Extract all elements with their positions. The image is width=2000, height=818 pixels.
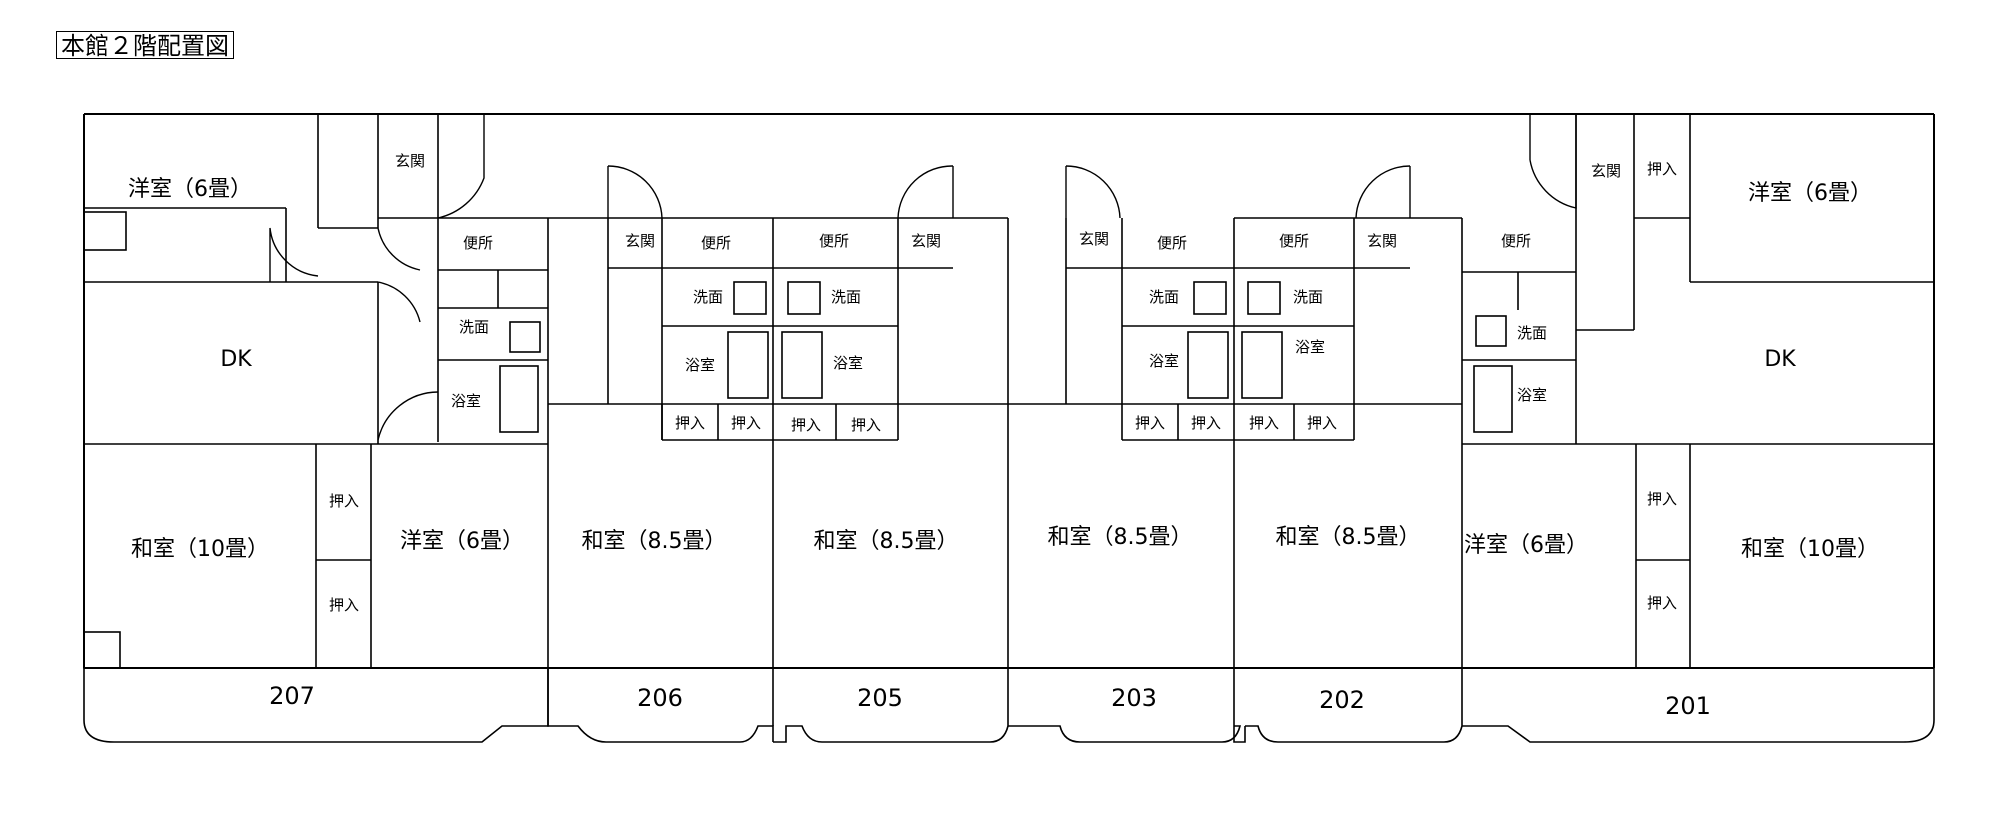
unit-203 — [1065, 165, 1234, 441]
label-201-oshiire-1: 押入 — [1647, 490, 1677, 508]
label-201-genkan: 玄関 — [1591, 162, 1621, 180]
unit-number-201: 201 — [1665, 692, 1711, 720]
unit-205 — [773, 165, 954, 441]
small-labels: 玄関 便所 洗面 浴室 押入 押入 玄関 便所 洗面 浴室 押入 押入 便所 玄… — [329, 152, 1677, 614]
label-206-washitsu: 和室（8.5畳） — [582, 529, 727, 554]
label-206-senmen: 洗面 — [693, 288, 723, 306]
label-201-youshitsu: 洋室（6畳） — [1464, 533, 1588, 558]
floor-plan-title: 本館２階配置図 — [56, 31, 234, 60]
label-201-dk: DK — [1764, 347, 1796, 372]
label-207-yokushitsu: 浴室 — [451, 392, 481, 410]
unit-numbers: 207 206 205 203 202 201 — [269, 682, 1711, 720]
unit-207 — [83, 113, 548, 669]
unit-number-202: 202 — [1319, 686, 1365, 714]
label-203-washitsu: 和室（8.5畳） — [1048, 525, 1193, 550]
unit-number-205: 205 — [857, 684, 903, 712]
label-202-yokushitsu: 浴室 — [1295, 338, 1325, 356]
label-206-oshiire-2: 押入 — [731, 414, 761, 432]
label-207-oshiire-2: 押入 — [329, 596, 359, 614]
label-205-washitsu: 和室（8.5畳） — [814, 529, 959, 554]
corridor-and-core — [547, 217, 1463, 668]
label-207-youshitsu-2: 洋室（6畳） — [400, 529, 524, 554]
label-207-oshiire-1: 押入 — [329, 492, 359, 510]
unit-number-203: 203 — [1111, 684, 1157, 712]
label-201-washitsu: 和室（10畳） — [1741, 537, 1879, 562]
label-205-oshiire-2: 押入 — [851, 416, 881, 434]
label-205-senmen: 洗面 — [831, 288, 861, 306]
label-207-youshitsu: 洋室（6畳） — [128, 177, 252, 202]
unit-201 — [1462, 113, 1934, 668]
label-207-benjo: 便所 — [463, 234, 493, 252]
label-203-benjo: 便所 — [1157, 234, 1187, 252]
label-202-genkan: 玄関 — [1367, 232, 1397, 250]
label-205-benjo: 便所 — [819, 232, 849, 250]
room-labels: 洋室（6畳） DK 和室（10畳） 洋室（6畳） 和室（8.5畳） 和室（8.5… — [128, 177, 1879, 562]
label-201-youshitsu-2: 洋室（6畳） — [1748, 181, 1872, 206]
label-203-oshiire-1: 押入 — [1135, 414, 1165, 432]
label-207-senmen: 洗面 — [459, 318, 489, 336]
label-206-genkan: 玄関 — [625, 232, 655, 250]
label-201-senmen: 洗面 — [1517, 324, 1547, 342]
label-201-benjo: 便所 — [1501, 232, 1531, 250]
label-205-genkan: 玄関 — [911, 232, 941, 250]
label-207-washitsu: 和室（10畳） — [131, 537, 269, 562]
label-206-benjo: 便所 — [701, 234, 731, 252]
label-206-oshiire-1: 押入 — [675, 414, 705, 432]
label-205-oshiire-1: 押入 — [791, 416, 821, 434]
label-202-senmen: 洗面 — [1293, 288, 1323, 306]
label-201-yokushitsu: 浴室 — [1517, 386, 1547, 404]
unit-number-206: 206 — [637, 684, 683, 712]
label-203-genkan: 玄関 — [1079, 230, 1109, 248]
label-203-senmen: 洗面 — [1149, 288, 1179, 306]
balcony — [83, 668, 1935, 743]
label-206-yokushitsu: 浴室 — [685, 356, 715, 374]
unit-number-207: 207 — [269, 682, 315, 710]
label-203-yokushitsu: 浴室 — [1149, 352, 1179, 370]
unit-202 — [1234, 165, 1411, 441]
outer-walls — [83, 113, 1935, 669]
label-205-yokushitsu: 浴室 — [833, 354, 863, 372]
label-202-oshiire-2: 押入 — [1307, 414, 1337, 432]
label-202-oshiire-1: 押入 — [1249, 414, 1279, 432]
label-202-benjo: 便所 — [1279, 232, 1309, 250]
label-202-washitsu: 和室（8.5畳） — [1276, 525, 1421, 550]
label-201-oshiire-2: 押入 — [1647, 594, 1677, 612]
label-207-genkan: 玄関 — [395, 152, 425, 170]
label-207-dk: DK — [220, 347, 252, 372]
label-201-oshiire-top: 押入 — [1647, 160, 1677, 178]
unit-206 — [607, 165, 774, 668]
label-203-oshiire-2: 押入 — [1191, 414, 1221, 432]
